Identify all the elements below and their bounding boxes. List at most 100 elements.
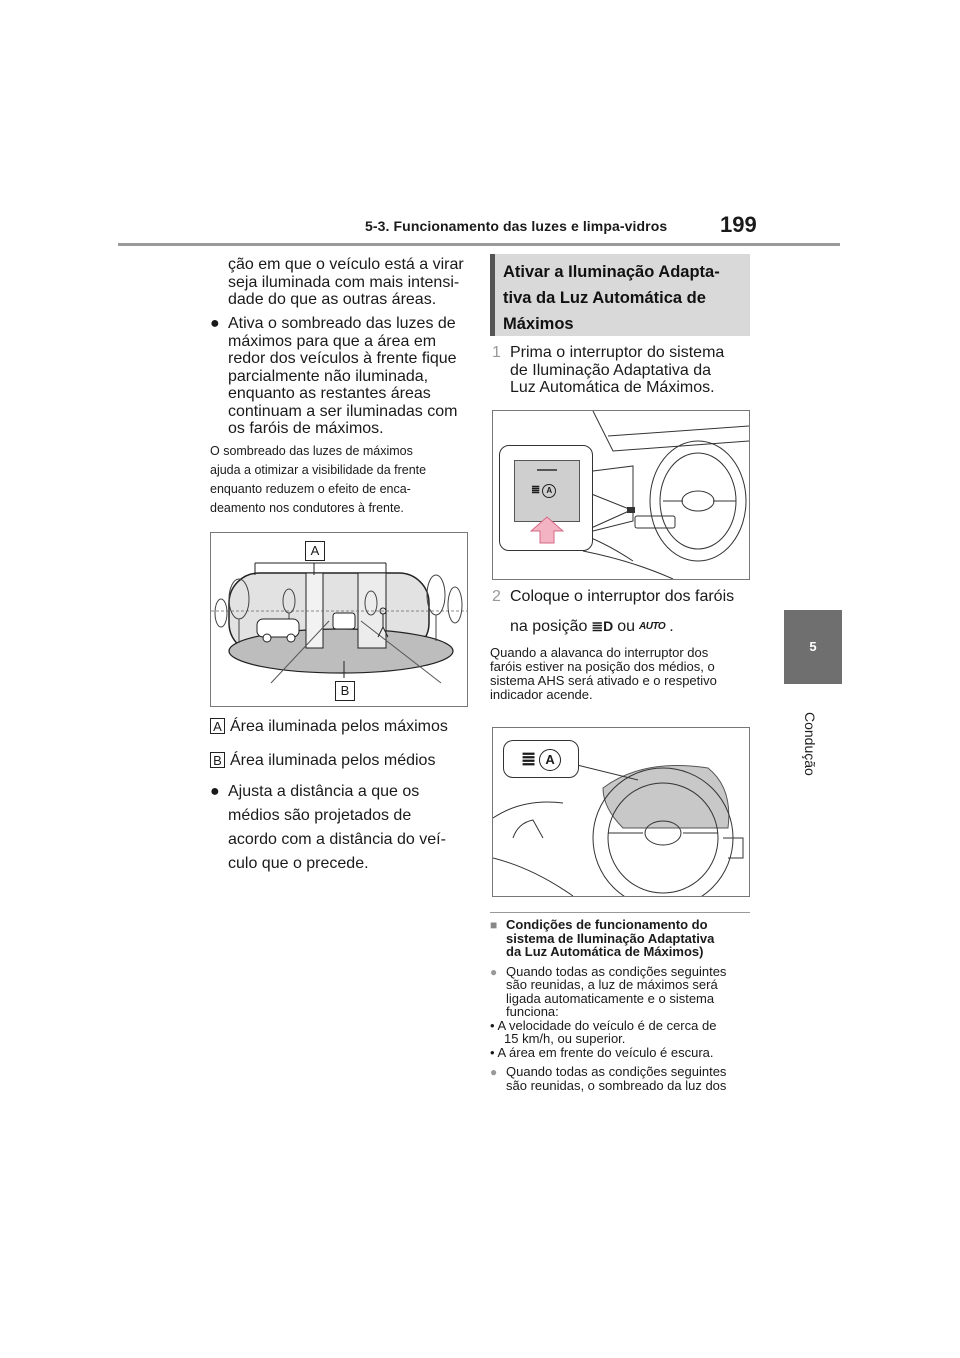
switch-figure: ≣A xyxy=(492,410,750,580)
bullet-line: os faróis de máximos. xyxy=(228,420,384,437)
title-line: sistema de Iluminação Adaptativa xyxy=(506,930,715,946)
legend-b-box: B xyxy=(210,752,225,768)
square-bullet-icon: ■ xyxy=(490,918,498,932)
condition-1-subitems: • A velocidade do veículo é de cerca de … xyxy=(490,1017,752,1060)
step-2: 2 Coloque o interruptor dos faróis na po… xyxy=(492,588,754,635)
dashboard-indicator-illustration xyxy=(493,763,744,896)
bullet-line: máximos para que a área em xyxy=(228,332,437,350)
section-title-line: Máximos xyxy=(503,315,574,333)
bullet-line: culo que o precede. xyxy=(228,855,369,872)
circle-bullet-icon: ● xyxy=(490,1065,498,1079)
section-title: Ativar a Iluminação Adapta- tiva da Luz … xyxy=(490,254,750,336)
indicator-callout: ≣A xyxy=(503,740,579,778)
condition-line: são reunidas, a luz de máximos será xyxy=(506,977,718,992)
chapter-label: Condução xyxy=(802,712,818,776)
note-line: indicador acende. xyxy=(490,687,593,702)
step-2-note: Quando a alavanca do interruptor dos far… xyxy=(490,646,752,702)
auto-high-beam-icon: ≣A xyxy=(531,483,557,498)
label-b: B xyxy=(335,681,355,701)
bullet-line: acordo com a distância do veí- xyxy=(228,831,446,848)
intro-paragraph: ção em que o veículo está a virar seja i… xyxy=(228,256,473,309)
condition-line: são reunidas, o sombreado da luz dos xyxy=(506,1077,727,1093)
legend-a-text: Área iluminada pelos máximos xyxy=(230,718,448,735)
ahs-switch-button: ≣A xyxy=(514,460,580,522)
step-line: de Iluminação Adaptativa da xyxy=(510,361,712,379)
condition-1: ● Quando todas as condições seguintes sã… xyxy=(490,963,752,1019)
note-line: O sombreado das luzes de máximos xyxy=(210,444,413,458)
conditions-section: ■ Condições de funcionamento do sistema … xyxy=(490,918,752,1092)
section-header: 5-3. Funcionamento das luzes e limpa-vid… xyxy=(365,218,668,234)
step-text: Coloque o interruptor dos faróis na posi… xyxy=(510,588,734,635)
bullet-shading: ● Ativa o sombreado das luzes de máximos… xyxy=(210,315,470,438)
bullet-line: Ativa o sombreado das luzes de xyxy=(228,315,456,332)
illumination-figure: A B xyxy=(210,532,468,707)
note-line: deamento nos condutores à frente. xyxy=(210,501,404,515)
circle-bullet-icon: ● xyxy=(490,964,498,979)
intro-line: dade do que as outras áreas. xyxy=(228,291,437,308)
step-or-text: ou xyxy=(617,617,636,635)
intro-line: seja iluminada com mais intensi- xyxy=(228,273,460,291)
note-line: Quando a alavanca do interruptor dos xyxy=(490,645,709,660)
intro-line: ção em que o veículo está a virar xyxy=(228,256,464,273)
bullet-dot: ● xyxy=(210,315,220,332)
bullet-line: continuam a ser iluminadas com xyxy=(228,402,458,420)
conditions-title: Condições de funcionamento do sistema de… xyxy=(506,918,714,959)
condition-line: Quando todas as condições seguintes xyxy=(506,1064,727,1079)
step-line: Coloque o interruptor dos faróis xyxy=(510,588,735,605)
step-line: Prima o interruptor do sistema xyxy=(510,344,725,361)
title-line: da Luz Automática de Máximos) xyxy=(506,944,704,959)
condition-2: ● Quando todas as condições seguintes sã… xyxy=(490,1065,752,1092)
bullet-line: parcialmente não iluminada, xyxy=(228,367,429,385)
legend-b-text: Área iluminada pelos médios xyxy=(230,752,436,769)
bullet-dot: ● xyxy=(210,783,220,800)
note-line: enquanto reduzem o efeito de enca- xyxy=(210,482,411,496)
section-title-line: tiva da Luz Automática de xyxy=(503,289,706,307)
switch-indicator-line xyxy=(537,469,557,471)
bullet-line: enquanto as restantes áreas xyxy=(228,385,431,402)
step-end-text: . xyxy=(669,617,674,635)
note-line: faróis estiver na posição dos médios, o xyxy=(490,659,715,674)
bullet-text: Ajusta a distância a que os médios são p… xyxy=(228,780,446,876)
sub-item-line: • A velocidade do veículo é de cerca de xyxy=(490,1017,717,1033)
divider xyxy=(490,912,750,913)
legend-a: A Área iluminada pelos máximos xyxy=(210,718,475,736)
press-arrow-icon xyxy=(530,516,564,544)
bullet-text: Ativa o sombreado das luzes de máximos p… xyxy=(228,315,457,438)
road-illustration xyxy=(211,562,467,684)
note-paragraph: O sombreado das luzes de máximos ajuda a… xyxy=(210,442,475,518)
title-line: Condições de funcionamento do xyxy=(506,917,708,932)
step-line-text: na posição xyxy=(510,617,588,635)
auto-high-beam-letter: A xyxy=(542,484,557,498)
bullet-line: médios são projetados de xyxy=(228,807,412,824)
step-text: Prima o interruptor do sistema de Ilumin… xyxy=(510,344,724,397)
condition-line: ligada automaticamente e o sistema xyxy=(506,990,715,1006)
sub-item-line: 15 km/h, ou superior. xyxy=(504,1031,626,1046)
switch-callout: ≣A xyxy=(499,445,593,551)
bullet-line: redor dos veículos à frente fique xyxy=(228,350,457,367)
conditions-heading: ■ Condições de funcionamento do sistema … xyxy=(490,918,752,959)
condition-line: funciona: xyxy=(506,1004,559,1019)
note-line: ajuda a otimizar a visibilidade da frent… xyxy=(210,463,427,477)
note-line: sistema AHS será ativado e o respetivo xyxy=(490,673,717,688)
bullet-distance: ● Ajusta a distância a que os médios são… xyxy=(210,780,470,876)
legend-b: B Área iluminada pelos médios xyxy=(210,752,475,770)
step-number: 1 xyxy=(492,344,501,361)
sub-item-line: • A área em frente do veículo é escura. xyxy=(490,1044,714,1060)
legend-a-box: A xyxy=(210,718,225,734)
indicator-figure: ≣A xyxy=(492,727,750,897)
step-line: na posição ≣D ou AUTO . xyxy=(510,618,734,636)
step-number: 2 xyxy=(492,588,501,605)
condition-2-text: Quando todas as condições seguintes são … xyxy=(506,1065,726,1092)
step-line: Luz Automática de Máximos. xyxy=(510,379,715,396)
section-title-line: Ativar a Iluminação Adapta- xyxy=(503,263,720,281)
auto-high-beam-indicator-icon: ≣ xyxy=(520,749,537,769)
auto-icon: AUTO xyxy=(639,620,666,632)
headlight-icon: ≣D xyxy=(591,617,614,634)
chapter-tab: 5 xyxy=(784,610,842,684)
condition-1-text: Quando todas as condições seguintes são … xyxy=(506,963,727,1019)
bullet-line: Ajusta a distância a que os xyxy=(228,783,420,800)
indicator-letter: A xyxy=(539,749,562,772)
step-1: 1 Prima o interruptor do sistema de Ilum… xyxy=(492,344,752,397)
label-a: A xyxy=(305,541,325,561)
condition-line: Quando todas as condições seguintes xyxy=(506,963,727,979)
